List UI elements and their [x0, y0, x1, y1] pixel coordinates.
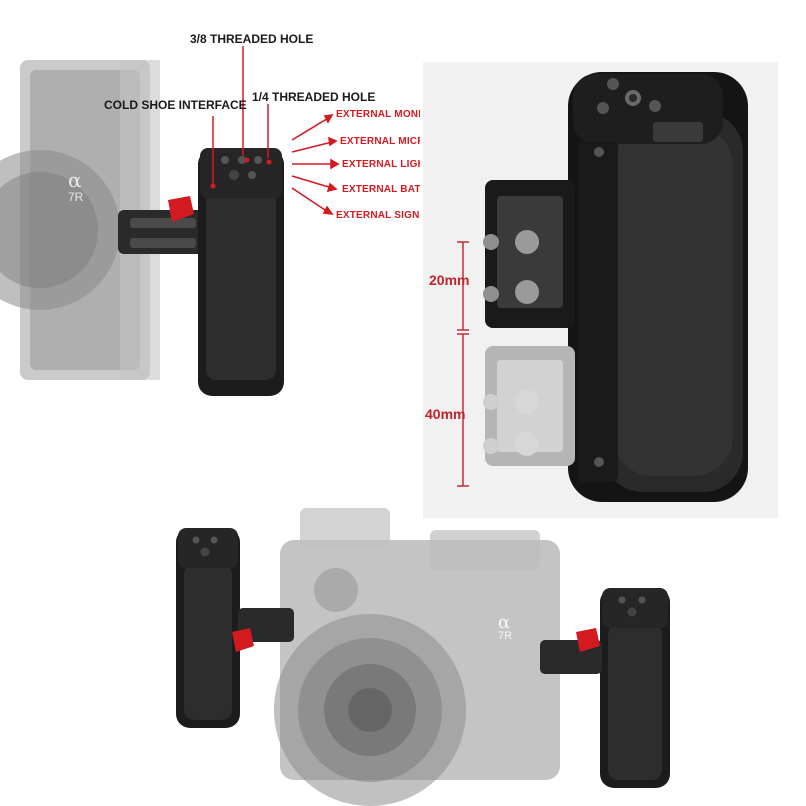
use-external-microphone: EXTERNAL MICROPHONE [340, 136, 420, 147]
use-external-monitor: EXTERNAL MONITOR [336, 109, 420, 120]
dimension-20mm-label: 20mm [429, 272, 470, 288]
grip-detail-illustration [457, 72, 748, 502]
bottom-dual-grip-panel: α 7R [0, 500, 806, 806]
top-left-product-panel: 3/8 THREADED HOLE 1/4 THREADED HOLE COLD… [0, 0, 420, 420]
camera-model-badge: 7R [68, 190, 84, 204]
dimension-40mm-label: 40mm [425, 406, 466, 422]
bottom-camera-alpha-badge: α [498, 612, 511, 633]
top-right-adjustment-panel: 20mm 40mm [423, 62, 778, 518]
use-external-battery: EXTERNAL BATTERY [342, 184, 420, 195]
camera-with-grip-illustration [0, 46, 340, 396]
use-external-lighting: EXTERNAL LIGHTING [342, 159, 420, 170]
use-external-signal-receiver: EXTERNAL SIGNAL RECEIVER [336, 210, 420, 221]
dual-grip-camera-illustration [176, 508, 670, 806]
cold-shoe-label: COLD SHOE INTERFACE [104, 98, 247, 112]
bottom-camera-model-badge: 7R [498, 630, 513, 642]
threaded-hole-38-label: 3/8 THREADED HOLE [190, 32, 314, 46]
camera-alpha-badge: α [68, 168, 82, 192]
threaded-hole-14-label: 1/4 THREADED HOLE [252, 90, 376, 104]
